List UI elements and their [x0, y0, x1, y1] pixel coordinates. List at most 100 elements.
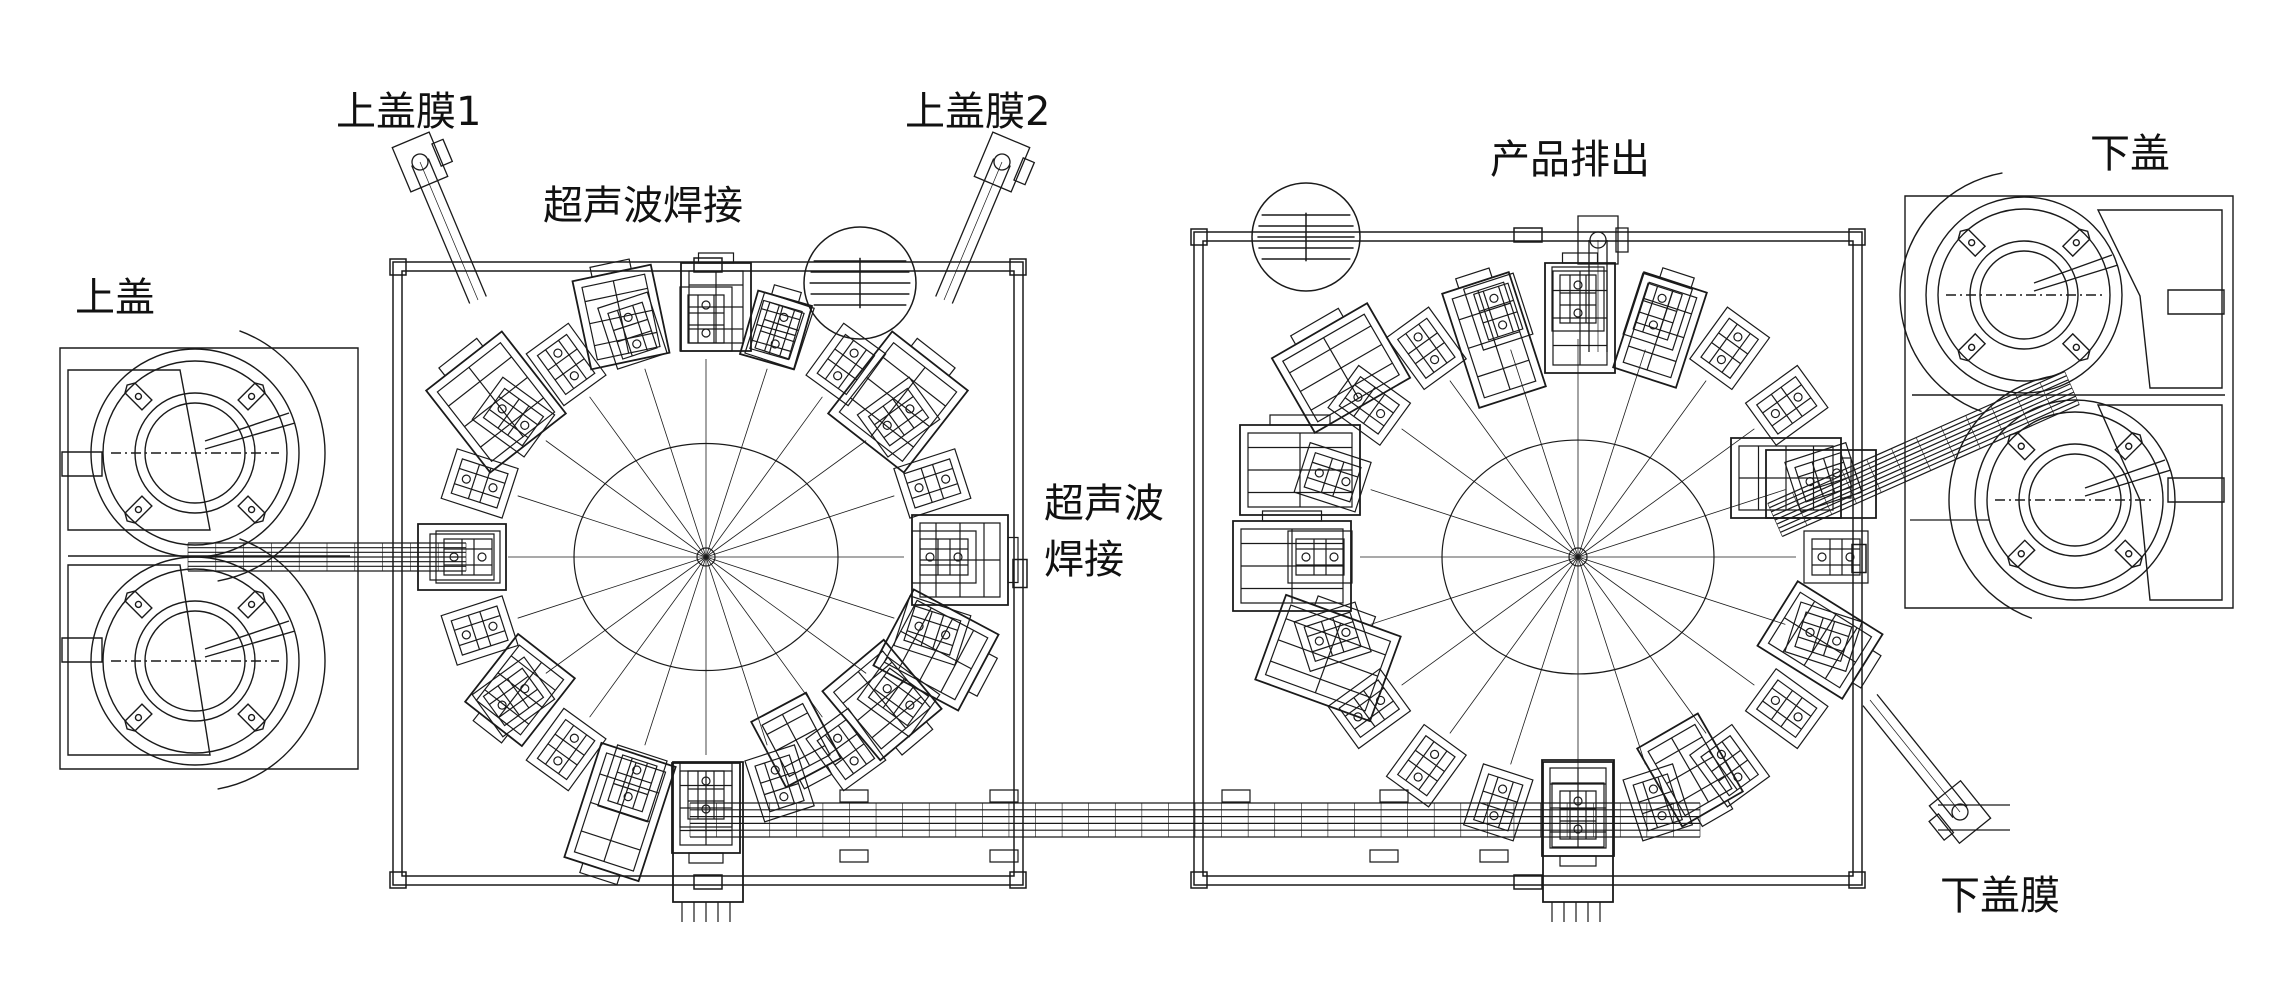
turntable-left-fixture-body [894, 449, 971, 518]
turntable-right-fixture-bar [1307, 622, 1353, 637]
turntable-left-spoke [706, 557, 822, 717]
upper-cover-bowl-2-clamp-3 [238, 588, 268, 618]
turntable-right-fixture-rail [1333, 618, 1344, 652]
turntable-right-fixture-body [1746, 669, 1828, 749]
upper-cover-escapement [418, 524, 506, 590]
turntable-right-fixture-pin [1648, 320, 1658, 330]
turntable-left-fixture-pin [623, 792, 633, 802]
lower-cover-bowl-1 [1900, 173, 2122, 412]
right-weld-head-1 [1267, 295, 1410, 433]
turntable-left-fixture-rail [548, 744, 577, 765]
upper-cover-bowl-2-clamp-2 [122, 588, 152, 618]
right-weld-head-3 [1233, 511, 1351, 611]
lower-cover-bowl-1-rim [1938, 209, 2110, 381]
turntable-left-fixture-11 [598, 745, 667, 822]
turntable-right-fixture-body [1464, 273, 1533, 350]
turntable-left-fixture-body [441, 596, 518, 665]
discharge-chute-reel-top [1616, 228, 1628, 252]
upper-film-1-arm-center [420, 162, 478, 300]
turntable-right-fixture-18 [1387, 307, 1467, 389]
discharge-chute [1578, 216, 1628, 352]
left-weld-head-lower-2-actuator [896, 722, 933, 755]
turntable-right-spoke [1402, 557, 1578, 685]
turntable-left-fixture-pin [832, 733, 843, 744]
turntable-right-fixture-pin [1413, 331, 1424, 342]
lower-cover-bowl-2-clamp-3 [2115, 430, 2145, 460]
turntable-left-fixture-pin [914, 483, 924, 493]
upper-cover-bowl-1-clamp-bolt [247, 392, 255, 400]
turntable-right-fixture-bar [1406, 742, 1434, 781]
right-lower-film-applicator [1757, 581, 1891, 704]
lower-cover-bowl-2 [1949, 376, 2175, 618]
turntable-right-fixture-pin [1792, 392, 1803, 403]
upper-film-2-arm-head [974, 132, 1039, 196]
upper-cover-bowl-1-arm-2 [205, 423, 295, 449]
turntable-left-fixture-pin [478, 553, 486, 561]
upper-cover-bowl-2-clamp-body [238, 588, 268, 618]
conveyor-sensor-5 [990, 850, 1018, 862]
turntable-left-fixture-body [526, 323, 606, 405]
turntable-left-fixture-rail [468, 464, 479, 498]
left-weld-head-mid-actuator [1008, 538, 1018, 583]
left-weld-head-mid [912, 515, 1018, 605]
turntable-right-fixture-body [1387, 725, 1467, 807]
left-station-frame-bracket-top [694, 258, 722, 272]
left-film1-applicator [420, 324, 566, 473]
turntable-right-fixture-pin [1489, 293, 1499, 303]
turntable-left-fixture-rail [828, 734, 857, 755]
lower-film-arm [1863, 694, 1991, 849]
turntable-left-fixture-bar [884, 676, 923, 704]
upper-cover-bowl-1-clamp-body [122, 380, 152, 410]
lower-cover-bowl-2-clamp-2 [2005, 430, 2035, 460]
turntable-right-spoke [1450, 557, 1578, 733]
right-weld-head-3-actuator [1263, 511, 1322, 521]
upper-cover-bowl-1-guard-arc [218, 331, 325, 581]
lower-film-arm-reel-housing [1929, 781, 1990, 843]
turntable-left-fixture-plate [817, 720, 874, 780]
turntable-right-fixture-bar [1763, 701, 1802, 729]
discharge-chute-head [1578, 216, 1628, 264]
turntable-right-fixture-rail [1812, 618, 1823, 652]
right-station-frame-post-3 [1849, 872, 1865, 888]
turntable-right-fixture-body [1623, 764, 1692, 841]
right-weld-head-4-plate [1266, 605, 1391, 711]
lower-cover-bowl-2-clamp-bolt [2017, 549, 2025, 557]
turntable-left-fixture-bar [499, 689, 538, 717]
turntable-left-fixture-rail [480, 468, 491, 502]
turntable-left-fixture-pin [941, 474, 951, 484]
right-lower-film-applicator-center-rib [1784, 618, 1855, 663]
lower-film-arm-reel-core [1949, 801, 1971, 823]
right-station-frame-post-1 [1849, 229, 1865, 245]
turntable-left-fixture-bar [454, 616, 500, 631]
left-transfer-gripper [561, 743, 675, 891]
left-film2-applicator-actuator [911, 338, 955, 375]
turntable-left-spoke [645, 557, 706, 745]
lower-cover-bowl-2-clamp-0 [2115, 540, 2145, 570]
turntable-right-fixture-rail [1354, 387, 1375, 416]
upper-film-2-arm-rail-b [952, 165, 1010, 303]
right-output-gripper-actuator [1560, 856, 1596, 866]
turntable-right-fixture-rail [1479, 300, 1513, 311]
turntable-left-fixture-rail [893, 686, 914, 715]
turntable-left-fixture-pin [832, 370, 843, 381]
lower-cover-linear-feeder-slat [2015, 394, 2030, 427]
upper-film-2-arm-rail-a [936, 159, 994, 297]
left-output-gripper [672, 763, 740, 863]
turntable-right-fixture-rail [1408, 333, 1437, 354]
turntable-right-fixture-13 [1328, 669, 1410, 749]
discharge-chute-reel-housing [1578, 216, 1618, 264]
turntable-left-fixture-rail [468, 615, 479, 649]
turntable-left-fixture-plate [608, 302, 657, 359]
left-guard-circle-outline [804, 227, 916, 339]
upper-cover-bowl-1-clamp-bolt [247, 505, 255, 513]
upper-film-2-arm [936, 132, 1039, 303]
upper-bowl-2-bracket [62, 638, 102, 662]
conveyor-tracks [188, 372, 2079, 922]
turntable-left-spoke [518, 557, 706, 618]
turntable-left-fixture-body [472, 377, 554, 457]
lower-cover-bowl-1-arm-2 [2034, 265, 2118, 291]
turntable-right-fixture-pin [1330, 553, 1338, 561]
turntable-right-fixture-19 [1464, 273, 1533, 350]
right-guard-circle-outline [1252, 183, 1360, 291]
turntable-left-fixture-pin [552, 348, 563, 359]
